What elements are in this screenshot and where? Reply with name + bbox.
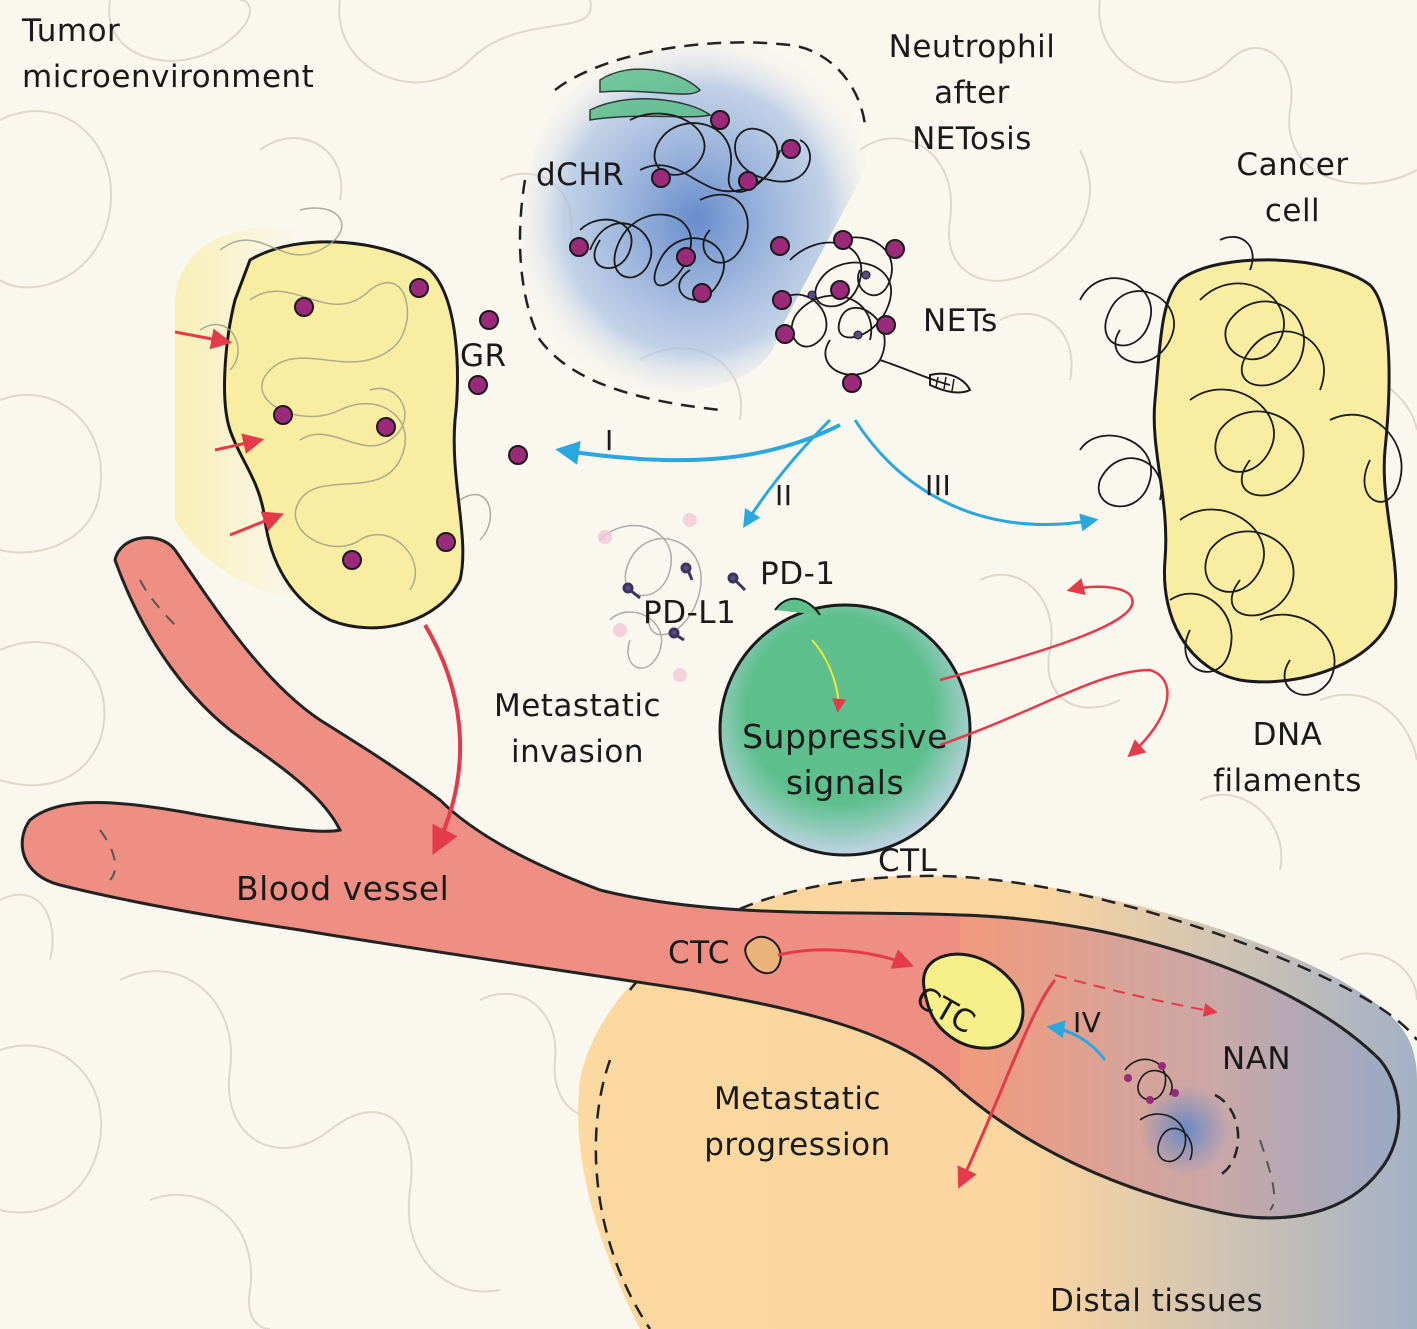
label-suppressive-signals: Suppressive signals — [730, 714, 960, 806]
label-distal-tissues: Distal tissues — [1050, 1283, 1264, 1319]
nan-cluster — [1124, 1058, 1240, 1177]
label-dna-filaments: DNA filaments — [1200, 712, 1375, 804]
label-nets: NETs — [923, 303, 998, 339]
label-cancer-cell: Cancer cell — [1210, 142, 1375, 234]
pdl1-chromatin — [599, 524, 702, 669]
label-pdl1: PD-L1 — [643, 595, 737, 631]
label-line: invasion — [511, 734, 644, 770]
label-neutrophil: Neutrophil after NETosis — [872, 24, 1072, 162]
label-line: Metastatic — [493, 688, 662, 724]
granule — [770, 230, 905, 393]
label-line: after — [934, 75, 1010, 111]
label-pathway-ii: II — [775, 479, 793, 512]
label-line: cell — [1264, 193, 1321, 229]
label-line: signals — [785, 763, 905, 802]
cancer-cell-right — [1079, 235, 1403, 696]
label-line: DNA — [1252, 717, 1323, 753]
label-line: progression — [704, 1127, 891, 1163]
label-tumor-microenvironment: Tumor microenvironment — [22, 8, 314, 100]
label-dchr: dCHR — [536, 157, 625, 193]
ctc-cells — [744, 935, 1025, 1050]
nets-cluster — [770, 230, 972, 394]
granule — [569, 110, 801, 303]
label-gr: GR — [460, 338, 507, 374]
label-metastatic-invasion: Metastatic invasion — [470, 683, 685, 775]
label-pd1: PD-1 — [760, 556, 836, 592]
blood-vessel — [20, 536, 1401, 1220]
label-metastatic-progression: Metastatic progression — [680, 1076, 915, 1168]
receptors — [622, 562, 747, 642]
label-nan: NAN — [1222, 1041, 1292, 1077]
label-line: NETosis — [912, 121, 1032, 157]
tumor-cell-left — [174, 207, 528, 630]
label-line: filaments — [1213, 763, 1362, 799]
granule — [273, 278, 528, 570]
label-pathway-iii: III — [925, 469, 952, 502]
label-pathway-i: I — [605, 424, 614, 457]
neutrophil-netosis — [518, 41, 870, 412]
ctl-cell — [718, 597, 972, 857]
label-line: Neutrophil — [888, 29, 1056, 65]
arrows — [423, 418, 1218, 1189]
label-ctc-vessel: CTC — [668, 935, 730, 971]
label-pathway-iv: IV — [1073, 1006, 1102, 1039]
label-blood-vessel: Blood vessel — [236, 869, 450, 908]
label-ctl: CTL — [878, 843, 938, 879]
label-line: Metastatic — [713, 1081, 882, 1117]
label-line: microenvironment — [22, 59, 315, 95]
label-line: Cancer — [1236, 147, 1349, 183]
label-line: Tumor — [22, 13, 121, 49]
label-line: Suppressive — [742, 717, 948, 756]
